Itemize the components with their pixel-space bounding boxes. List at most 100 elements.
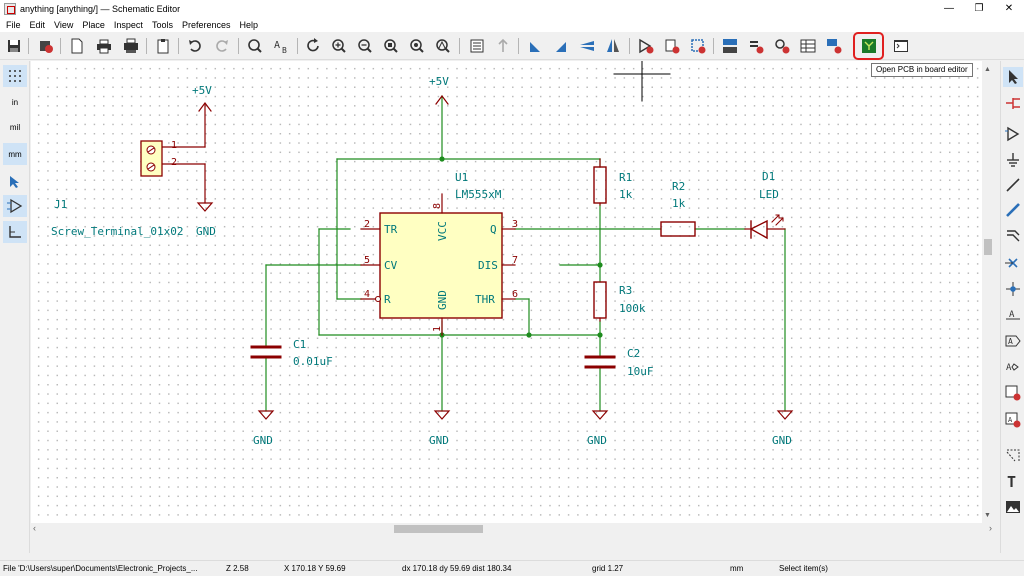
zoom-selection-icon[interactable]: [433, 36, 453, 56]
highlight-net-icon[interactable]: [1003, 93, 1023, 113]
units-mm-button[interactable]: mm: [3, 143, 27, 165]
assign-footprints-icon[interactable]: [772, 36, 792, 56]
scroll-down-icon[interactable]: ▼: [984, 512, 991, 519]
u1-pin7-number: 7: [512, 255, 518, 266]
window-title: anything [anything/] — Schematic Editor: [20, 3, 181, 14]
add-bus-icon[interactable]: [1003, 200, 1023, 220]
hidden-pins-icon[interactable]: [3, 195, 27, 217]
page-settings-icon[interactable]: [67, 36, 87, 56]
add-sheet-icon[interactable]: [1003, 383, 1023, 403]
menu-place[interactable]: Place: [82, 19, 105, 30]
zoom-out-icon[interactable]: [355, 36, 375, 56]
minimize-button[interactable]: —: [944, 3, 954, 14]
save-icon[interactable]: [4, 36, 24, 56]
u1-pin4-number: 4: [364, 289, 370, 300]
plot-icon[interactable]: [121, 36, 141, 56]
wires: [265, 158, 786, 412]
symbol-editor-icon[interactable]: [636, 36, 656, 56]
find-icon[interactable]: [245, 36, 265, 56]
u1-pin5-number: 5: [364, 255, 370, 266]
scroll-up-icon[interactable]: ▲: [984, 66, 991, 73]
add-power-icon[interactable]: [1003, 150, 1023, 170]
print-icon[interactable]: [94, 36, 114, 56]
undo-icon[interactable]: [185, 36, 205, 56]
scripting-console-icon[interactable]: [891, 36, 911, 56]
bom-icon[interactable]: [798, 36, 818, 56]
add-symbol-icon[interactable]: [1003, 124, 1023, 144]
add-label-icon[interactable]: A: [1003, 305, 1023, 325]
line-angle-icon[interactable]: [3, 221, 27, 243]
j1-reference: J1: [54, 198, 67, 211]
zoom-in-icon[interactable]: [329, 36, 349, 56]
vertical-scroll-thumb[interactable]: [984, 239, 992, 255]
schematic-drawing: +5V +5V J1 Screw_Terminal_01x02 GND U1 L…: [51, 61, 794, 447]
u1-pin-vcc: VCC: [436, 221, 449, 241]
no-connect-icon[interactable]: [1003, 253, 1023, 273]
c2-value: 10uF: [627, 365, 654, 378]
u1-pin-dis: DIS: [478, 259, 498, 272]
close-button[interactable]: ✕: [1004, 3, 1014, 14]
footprint-assign-icon[interactable]: [688, 36, 708, 56]
menu-edit[interactable]: Edit: [29, 19, 46, 30]
r3-reference: R3: [619, 284, 632, 297]
cursor-style-icon[interactable]: [3, 171, 27, 193]
units-mils-button[interactable]: mil: [9, 122, 21, 132]
scroll-left-icon[interactable]: ‹: [33, 523, 36, 533]
vertical-scrollbar[interactable]: ▲ ▼: [982, 61, 994, 523]
gnd-label-led: GND: [772, 434, 792, 447]
mirror-vertical-icon[interactable]: [577, 36, 597, 56]
select-tool-icon[interactable]: [1003, 67, 1023, 87]
menu-inspect[interactable]: Inspect: [113, 19, 143, 30]
schematic-setup-icon[interactable]: [36, 36, 56, 56]
u1-pin2-number: 2: [364, 219, 370, 230]
grid-toggle-icon[interactable]: [3, 65, 27, 87]
u1-pin-cv: CV: [384, 259, 398, 272]
c2-reference: C2: [627, 347, 640, 360]
add-text-icon[interactable]: T: [1003, 471, 1023, 491]
svg-text:A: A: [1008, 337, 1013, 346]
horizontal-scrollbar[interactable]: ‹ ›: [31, 523, 994, 535]
add-global-label-icon[interactable]: A: [1003, 331, 1023, 351]
rotate-cw-icon[interactable]: [551, 36, 571, 56]
status-delta: dx 170.18 dy 59.69 dist 180.34: [402, 564, 512, 573]
c1-reference: C1: [293, 338, 306, 351]
units-inches-button[interactable]: in: [11, 97, 19, 107]
svg-text:A: A: [274, 40, 280, 51]
horizontal-scroll-thumb[interactable]: [394, 525, 483, 533]
u1-pin-r: R: [384, 293, 391, 306]
paste-icon[interactable]: [153, 36, 173, 56]
u1-pin1-number: 1: [432, 326, 443, 332]
scroll-right-icon[interactable]: ›: [989, 523, 992, 533]
leave-sheet-icon[interactable]: [493, 36, 513, 56]
symbol-browser-icon[interactable]: [662, 36, 682, 56]
add-junction-icon[interactable]: [1003, 279, 1023, 299]
menu-file[interactable]: File: [6, 19, 21, 30]
menu-help[interactable]: Help: [239, 19, 258, 30]
hierarchy-navigator-icon[interactable]: [467, 36, 487, 56]
add-wire-icon[interactable]: [1003, 175, 1023, 195]
menu-preferences[interactable]: Preferences: [181, 19, 231, 30]
add-hierarchical-label-icon[interactable]: A: [1003, 357, 1023, 377]
u1-pin3-number: 3: [512, 219, 518, 230]
redo-icon[interactable]: [212, 36, 232, 56]
zoom-fit-icon[interactable]: [381, 36, 401, 56]
u1-pin-thr: THR: [475, 293, 495, 306]
rotate-ccw-icon[interactable]: [525, 36, 545, 56]
maximize-button[interactable]: ❐: [974, 3, 984, 14]
netlist-icon[interactable]: [824, 36, 844, 56]
add-graphic-line-icon[interactable]: [1003, 445, 1023, 465]
import-sheet-pin-icon[interactable]: A: [1003, 410, 1023, 430]
erc-icon[interactable]: [746, 36, 766, 56]
add-bus-entry-icon[interactable]: [1003, 226, 1023, 246]
pcb-editor-icon[interactable]: [859, 36, 879, 56]
zoom-objects-icon[interactable]: [407, 36, 427, 56]
menu-tools[interactable]: Tools: [151, 19, 173, 30]
schematic-canvas[interactable]: +5V +5V J1 Screw_Terminal_01x02 GND U1 L…: [31, 61, 994, 523]
add-image-icon[interactable]: [1003, 497, 1023, 517]
mirror-horizontal-icon[interactable]: [603, 36, 623, 56]
refresh-icon[interactable]: [303, 36, 323, 56]
menu-view[interactable]: View: [54, 19, 74, 30]
annotate-icon[interactable]: [720, 36, 740, 56]
